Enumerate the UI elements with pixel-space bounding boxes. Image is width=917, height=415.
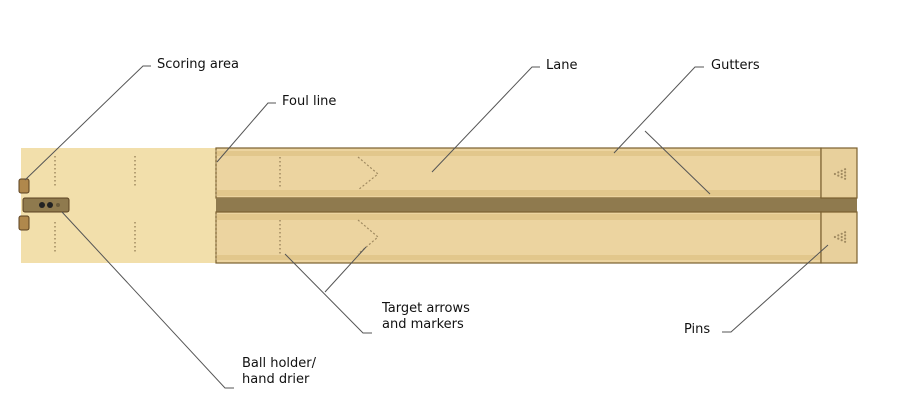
leader-foul-line [216,102,276,163]
label-ball-holder-line-1: Ball holder/ [242,356,317,371]
pin-mark [844,234,847,237]
pin-mark [837,174,840,177]
leader-gutters-2 [644,130,711,195]
pin-mark [840,239,843,242]
label-foul-line: Foul line [282,94,337,109]
pin-mark [844,237,847,240]
scoring-console-lower [18,215,30,231]
pin-deck-lower [820,211,858,264]
pin-mark [837,234,840,237]
ball-2 [47,202,53,208]
label-ball-holder: Ball holder/ hand drier [242,356,382,388]
gutter-upper-top [217,151,820,156]
pin-mark [844,168,847,171]
label-target-arrows-line-1: Target arrows [382,301,470,316]
leader-lane [431,66,540,173]
lane-lower [215,211,822,264]
label-pins: Pins [684,322,711,337]
ball-3 [56,203,60,207]
pins-upper [833,168,847,180]
gutter-upper-bottom [217,190,820,196]
gutter-lower-top [217,214,820,220]
pin-mark [844,171,847,174]
pin-mark [844,177,847,180]
pin-mark [837,237,840,240]
scoring-console-upper [18,178,30,194]
label-ball-holder-line-2: hand drier [242,372,310,387]
lane-upper [215,147,822,199]
label-scoring-area: Scoring area [157,57,239,72]
ball-1 [39,202,45,208]
gutter-lower-bottom [217,255,820,260]
leader-target-arrows-1 [284,253,372,334]
pin-mark [840,172,843,176]
leader-ball-holder [61,211,234,389]
label-target-arrows: Target arrows and markers [382,301,522,333]
pin-mark [844,174,847,177]
leader-pins [722,244,829,333]
leader-gutters [613,66,704,154]
pin-mark [840,232,843,235]
leader-target-arrows-2 [324,246,367,293]
pins-lower [833,231,847,243]
lane-divider [216,198,857,212]
label-gutters: Gutters [711,58,760,73]
pin-mark [844,231,847,234]
target-arrows-lower [357,219,379,255]
ball-return [22,197,70,213]
pin-mark [840,235,843,239]
pin-mark [844,240,847,243]
pin-mark [833,235,837,239]
leader-scoring-area [24,65,151,181]
pin-mark [837,171,840,174]
pin-mark [833,172,837,176]
label-lane: Lane [546,58,578,73]
label-target-arrows-line-2: and markers [382,317,464,332]
pin-mark [840,176,843,179]
pin-mark [840,169,843,172]
target-arrows-upper [357,156,379,191]
